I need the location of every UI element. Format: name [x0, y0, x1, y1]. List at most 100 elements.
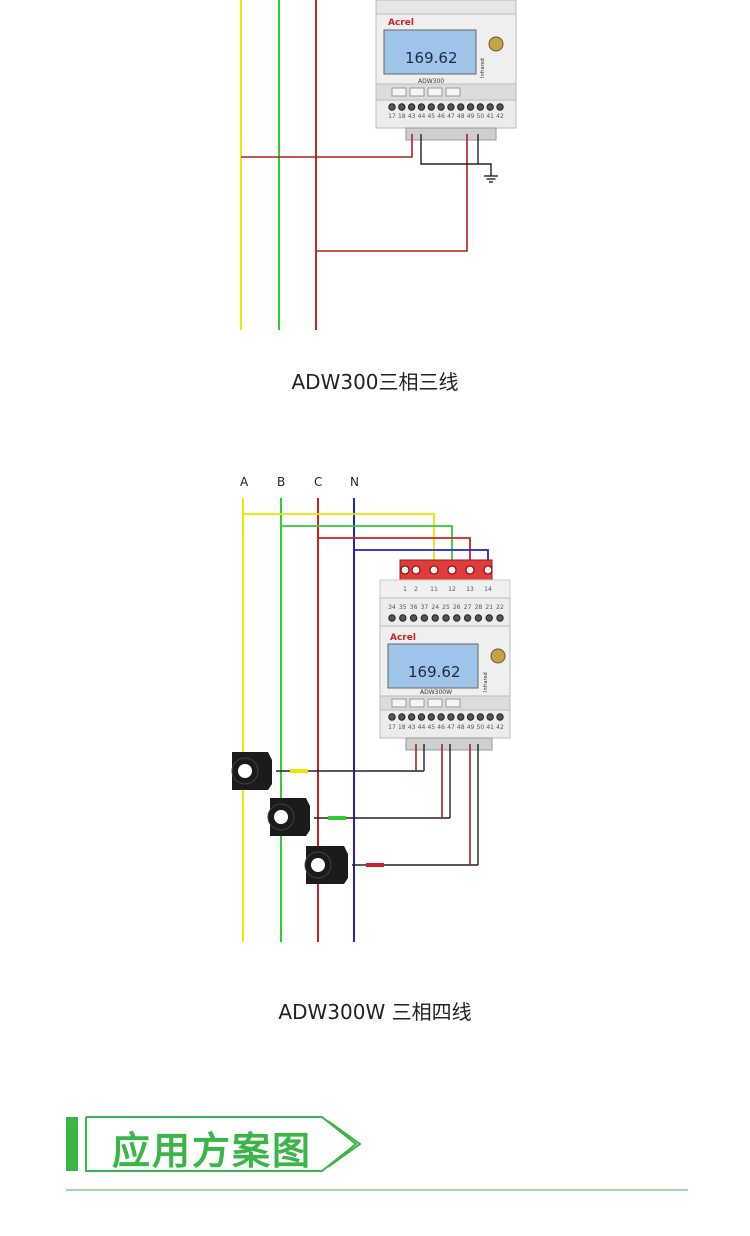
meter1-terminal-screw-44 — [417, 103, 426, 111]
meter2-bottom-terminal-label: 48 — [457, 724, 465, 731]
meter2-top-terminal-screw-24 — [431, 614, 439, 622]
diagram1-caption: ADW300三相三线 — [291, 370, 459, 394]
meter2-knob — [490, 648, 506, 664]
meter2-bottom-terminal-label: 43 — [408, 724, 416, 731]
wire-phase-c-to-meter — [316, 134, 468, 252]
meter2-bottom-terminal-screw-46 — [437, 713, 445, 721]
meter2-top-terminal-screw-34 — [388, 614, 396, 622]
voltage-terminal-2 — [411, 565, 421, 575]
phase-label-b: B — [277, 475, 285, 489]
meter2-bottom-terminal-screw-50 — [476, 713, 485, 721]
phase-label-n: N — [350, 475, 359, 489]
section-title: 应用方案图 — [112, 1129, 313, 1173]
meter2-bottom-terminal-screw-45 — [427, 713, 435, 721]
meter2-top-terminal-screw-27 — [463, 614, 472, 622]
meter2-bottom-terminal-label: 45 — [427, 724, 435, 731]
meter2-top-terminal-label: 36 — [410, 604, 418, 611]
meter2-top-terminal-screw-36 — [409, 614, 418, 622]
meter2-bottom-terminal-label: 18 — [398, 724, 406, 731]
meter2-bottom-terminal-label: 49 — [467, 724, 475, 731]
voltage-terminal-label: 12 — [448, 586, 456, 593]
meter2-top-terminal-screw-21 — [485, 614, 493, 622]
meter1-brand: Acrel — [388, 18, 414, 28]
meter2-top-terminal-label: 34 — [388, 604, 396, 611]
meter2-bottom-terminal-label: 50 — [477, 724, 485, 731]
voltage-terminal-11 — [429, 565, 439, 575]
meter2-top-terminal-screw-26 — [453, 614, 461, 622]
meter1-terminal-label: 47 — [447, 113, 455, 120]
meter2-bottom-terminal-screw-17 — [388, 713, 396, 721]
meter2-top-terminal-screw-28 — [474, 614, 483, 622]
wire-phase-a-to-meter — [241, 134, 413, 158]
meter1-model: ADW300 — [418, 78, 444, 85]
meter2-top-terminal-screw-37 — [420, 614, 429, 622]
meter2-top-terminal-label: 22 — [496, 604, 504, 611]
wire-voltage-b — [281, 525, 453, 568]
meter1-terminal-label: 50 — [477, 113, 485, 120]
meter2-bottom-terminal-screw-48 — [457, 713, 465, 721]
meter1-terminal-label: 18 — [398, 113, 406, 120]
meter2-bottom-terminal-label: 46 — [437, 724, 445, 731]
meter1-terminal-screw-47 — [447, 103, 455, 111]
meter2-side-label: Infrared — [483, 672, 489, 692]
meter2-bottom-terminal-screw-47 — [447, 713, 455, 721]
meter1-terminal-label: 17 — [388, 113, 396, 120]
meter2-top-terminal-label: 37 — [421, 604, 429, 611]
meter1-terminal-label: 46 — [437, 113, 445, 120]
meter2-bottom-terminal-label: 47 — [447, 724, 455, 731]
meter1-terminal-label: 41 — [486, 113, 494, 120]
voltage-terminal-12 — [447, 565, 457, 575]
meter2-top-terminal-screw-25 — [442, 614, 450, 622]
meter2-bottom-terminal-screw-44 — [417, 713, 426, 721]
meter2-top-terminal-label: 28 — [475, 604, 483, 611]
meter2-top-terminal-label: 26 — [453, 604, 461, 611]
voltage-terminal-label: 2 — [414, 586, 418, 593]
voltage-terminal-14 — [483, 565, 493, 575]
meter1-display-value: 169.62 — [405, 49, 458, 67]
section-header — [66, 1116, 688, 1191]
section-title-chevron — [327, 1120, 362, 1168]
phase-label-c: C — [314, 475, 322, 489]
meter1-terminal-label: 43 — [408, 113, 416, 120]
current-transformer-c — [304, 846, 478, 884]
meter2-bottom-terminal-label: 41 — [486, 724, 494, 731]
meter1-terminal-screw-43 — [407, 103, 416, 111]
meter1-terminal-screw-18 — [398, 103, 406, 111]
meter1-terminal-screw-49 — [466, 103, 475, 111]
meter2-top-terminal-label: 24 — [431, 604, 439, 611]
meter2-bottom-terminal-label: 17 — [388, 724, 396, 731]
meter1-terminal-screw-48 — [457, 103, 465, 111]
voltage-terminal-1 — [400, 565, 410, 575]
meter1-side-label: Infrared — [480, 58, 486, 78]
meter2-bottom-terminal-screw-43 — [407, 713, 416, 721]
section-title-frame — [85, 1116, 358, 1172]
meter2-bottom-terminal-screw-41 — [486, 713, 494, 721]
voltage-terminal-label: 1 — [403, 586, 407, 593]
meter2-display-value: 169.62 — [408, 663, 461, 681]
meter1-terminal-label: 49 — [467, 113, 475, 120]
meter2-brand: Acrel — [390, 633, 416, 643]
meter2-top-terminal-label: 27 — [464, 604, 472, 611]
wire-ground — [420, 134, 492, 176]
meter2-model: ADW300W — [420, 689, 452, 696]
voltage-terminal-label: 14 — [484, 586, 492, 593]
section-accent-bar — [66, 1117, 78, 1171]
meter1-terminal-screw-45 — [427, 103, 435, 111]
meter1-terminal-screw-50 — [476, 103, 485, 111]
meter2-top-terminal-screw-22 — [496, 614, 504, 622]
current-transformer-a — [231, 752, 424, 790]
meter1-terminal-label: 45 — [427, 113, 435, 120]
meter1-terminal-screw-42 — [496, 103, 504, 111]
voltage-terminal-label: 11 — [430, 586, 438, 593]
ground-icon — [484, 175, 498, 183]
meter1-terminal-label: 48 — [457, 113, 465, 120]
meter2-bottom-terminal-screw-18 — [398, 713, 406, 721]
voltage-terminal-13 — [465, 565, 475, 575]
meter2-bottom-terminal-label: 44 — [418, 724, 426, 731]
meter1-terminal-label: 42 — [496, 113, 504, 120]
